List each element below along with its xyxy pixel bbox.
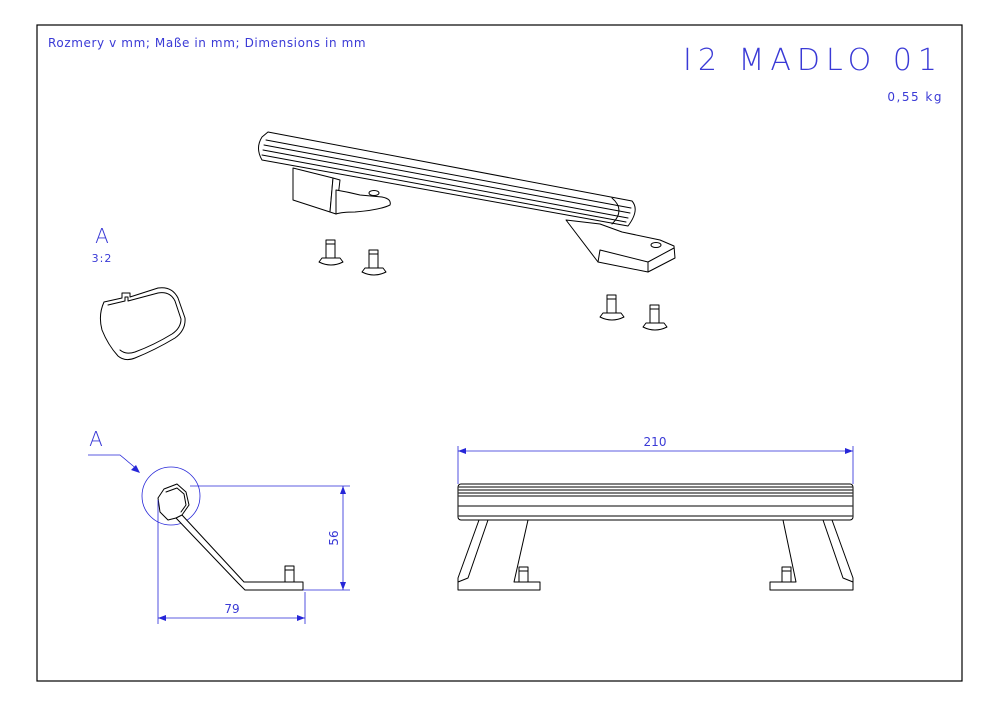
part-mass: 0,55 kg (887, 90, 943, 104)
screw-4 (642, 304, 668, 331)
drawing-frame (36, 24, 963, 682)
detail-view-a: A 3:2 (92, 224, 186, 361)
screw-2 (361, 249, 387, 276)
screw-3 (599, 294, 625, 321)
isometric-view (258, 131, 676, 331)
side-view: A 56 79 (88, 427, 350, 624)
height-dimension: 56 (327, 530, 341, 545)
detail-scale: 3:2 (92, 252, 113, 265)
length-dimension: 210 (644, 435, 667, 449)
screw-1 (318, 239, 344, 266)
part-title: I2 MADLO 01 (683, 43, 943, 78)
detail-label: A (95, 224, 109, 248)
width-dimension: 79 (224, 602, 239, 616)
units-note: Rozmery v mm; Maße in mm; Dimensions in … (48, 36, 366, 50)
front-view: 210 (457, 435, 854, 591)
section-callout-label: A (89, 427, 103, 451)
